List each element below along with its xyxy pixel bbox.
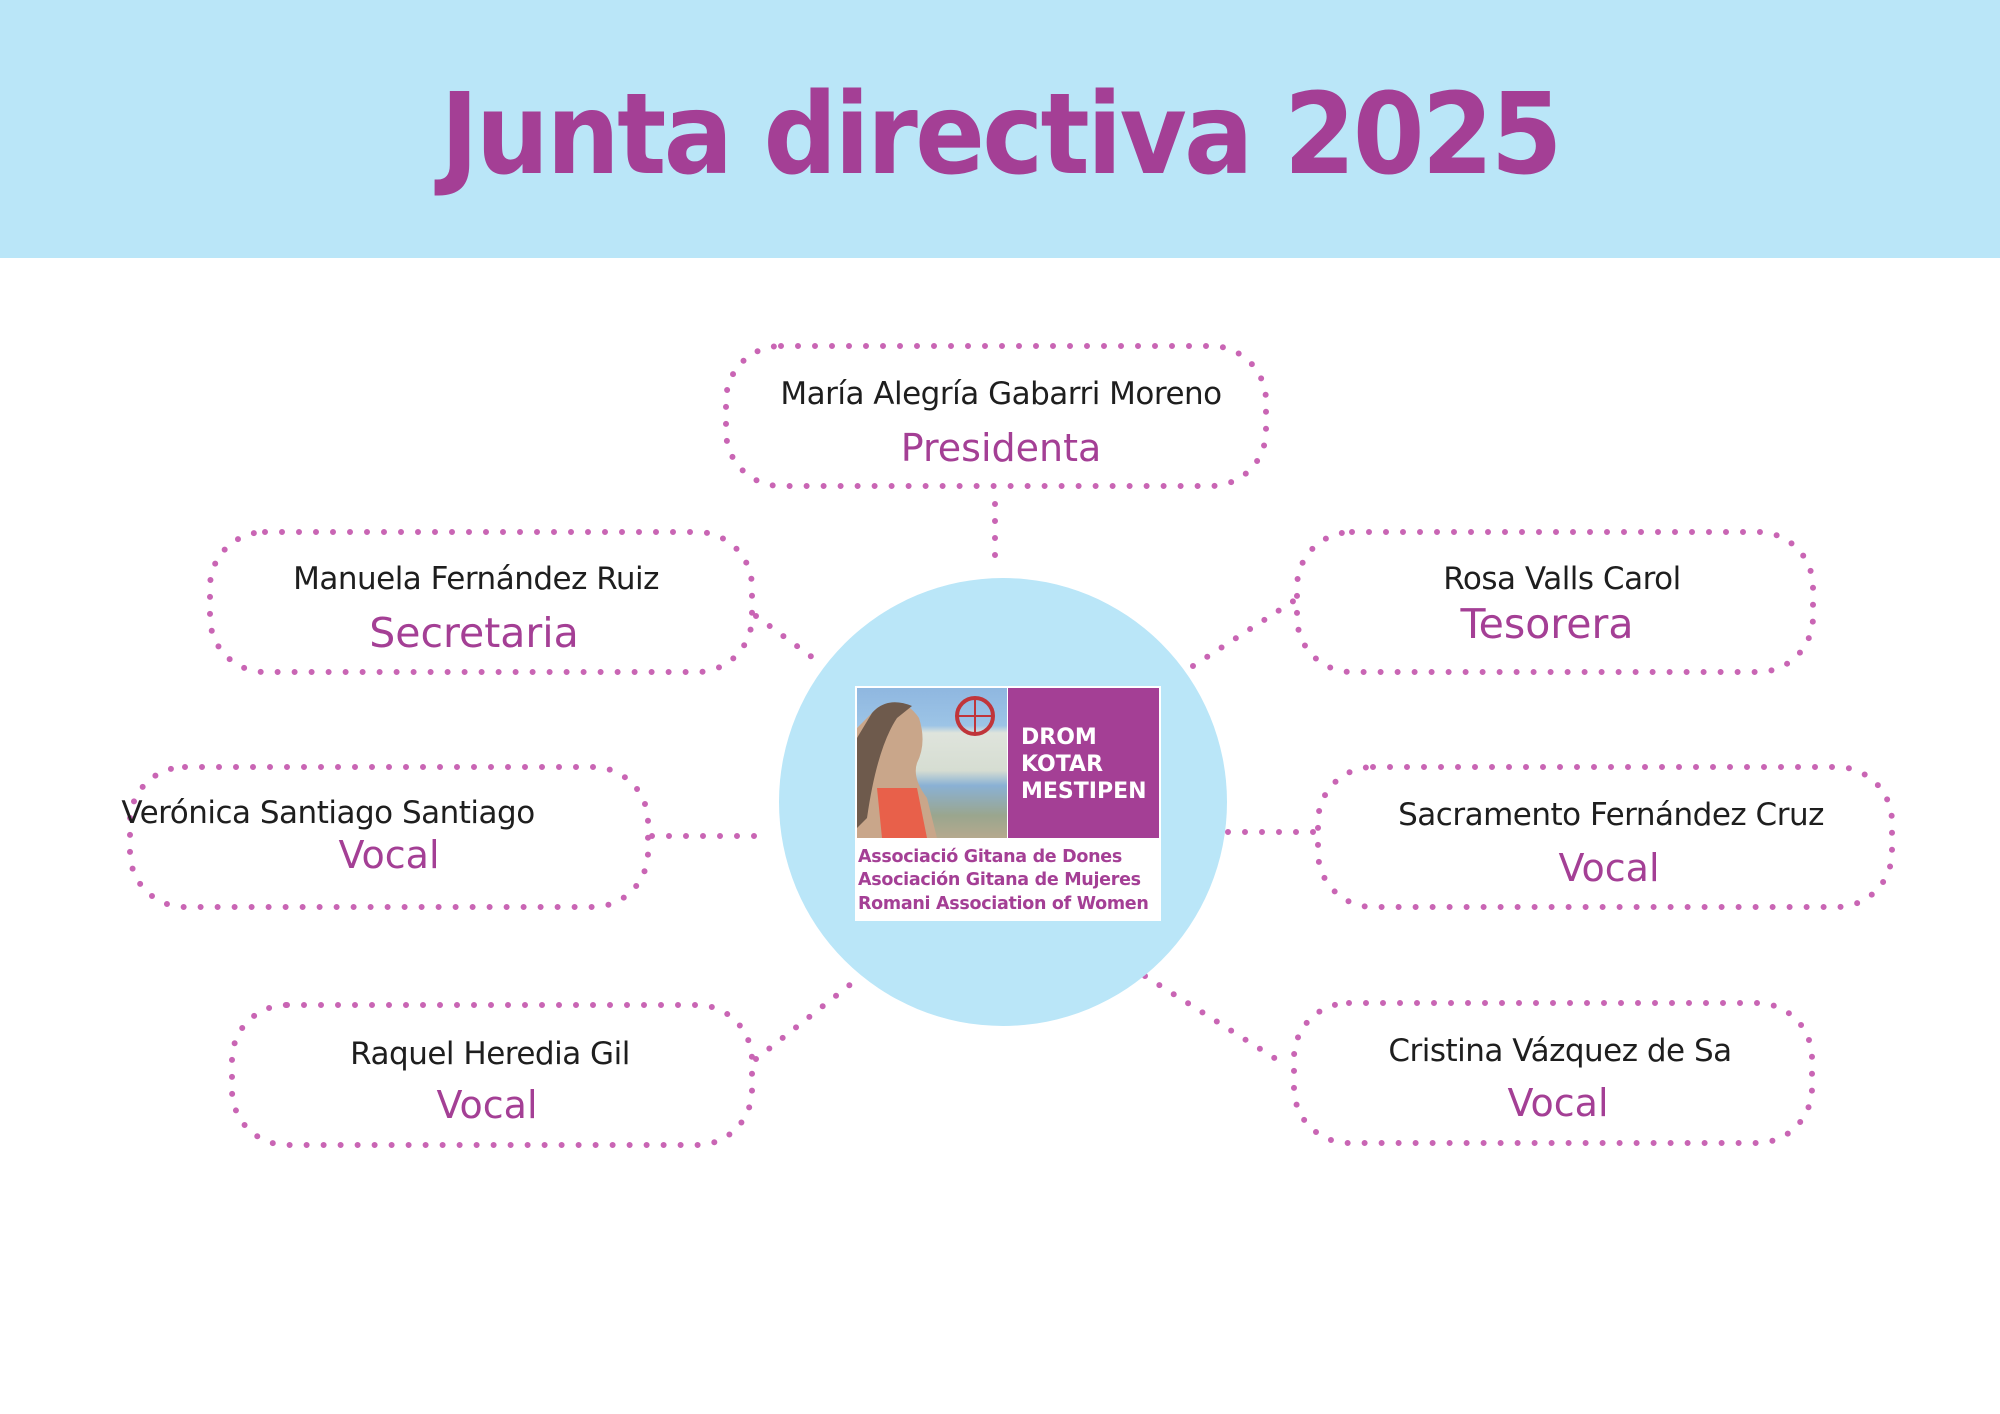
box-vocal-4 [1291,1000,1815,1146]
member-role: Tesorera [1460,600,1634,648]
association-logo: DROM KOTAR MESTIPEN Associació Gitana de… [855,686,1161,921]
connector-vocal-4 [1142,973,1279,1062]
connector-vocal-3 [753,973,864,1062]
member-name: Sacramento Fernández Cruz [1398,797,1824,833]
logo-brand-line: KOTAR [1021,752,1104,777]
logo-brand-line: MESTIPEN [1021,779,1147,804]
member-role: Vocal [436,1083,538,1127]
member-name: Cristina Vázquez de Sa [1388,1033,1732,1069]
box-vocal-1 [127,764,651,910]
connector-tesorera [1190,597,1298,669]
box-vocal-3 [229,1002,755,1148]
logo-subtitle-english: Romani Association of Women [858,894,1149,914]
member-name: Raquel Heredia Gil [350,1036,630,1072]
logo-illustration [857,688,1007,838]
member-role: Vocal [338,833,440,877]
member-name: Verónica Santiago Santiago [121,795,535,831]
member-name: Rosa Valls Carol [1443,561,1681,597]
member-role: Secretaria [369,609,579,657]
member-name: María Alegría Gabarri Moreno [780,376,1222,412]
logo-brand-block: DROM KOTAR MESTIPEN [1008,688,1159,838]
logo-brand-line: DROM [1021,725,1097,750]
member-role: Vocal [1507,1081,1609,1125]
box-secretaria [207,529,755,675]
logo-subtitle-spanish: Asociación Gitana de Mujeres [858,870,1141,890]
connector-secretaria [753,613,823,666]
member-role: Vocal [1558,846,1660,890]
member-name: Manuela Fernández Ruiz [293,561,659,597]
box-vocal-2 [1315,764,1895,910]
page-title: Junta directiva 2025 [440,70,1562,200]
box-presidenta [723,343,1269,489]
header-band: Junta directiva 2025 [0,0,2000,258]
member-role: Presidenta [900,426,1102,470]
box-tesorera [1294,529,1816,675]
logo-subtitle-catalan: Associació Gitana de Dones [858,847,1122,867]
girl-and-wheel-drawing [857,696,995,838]
